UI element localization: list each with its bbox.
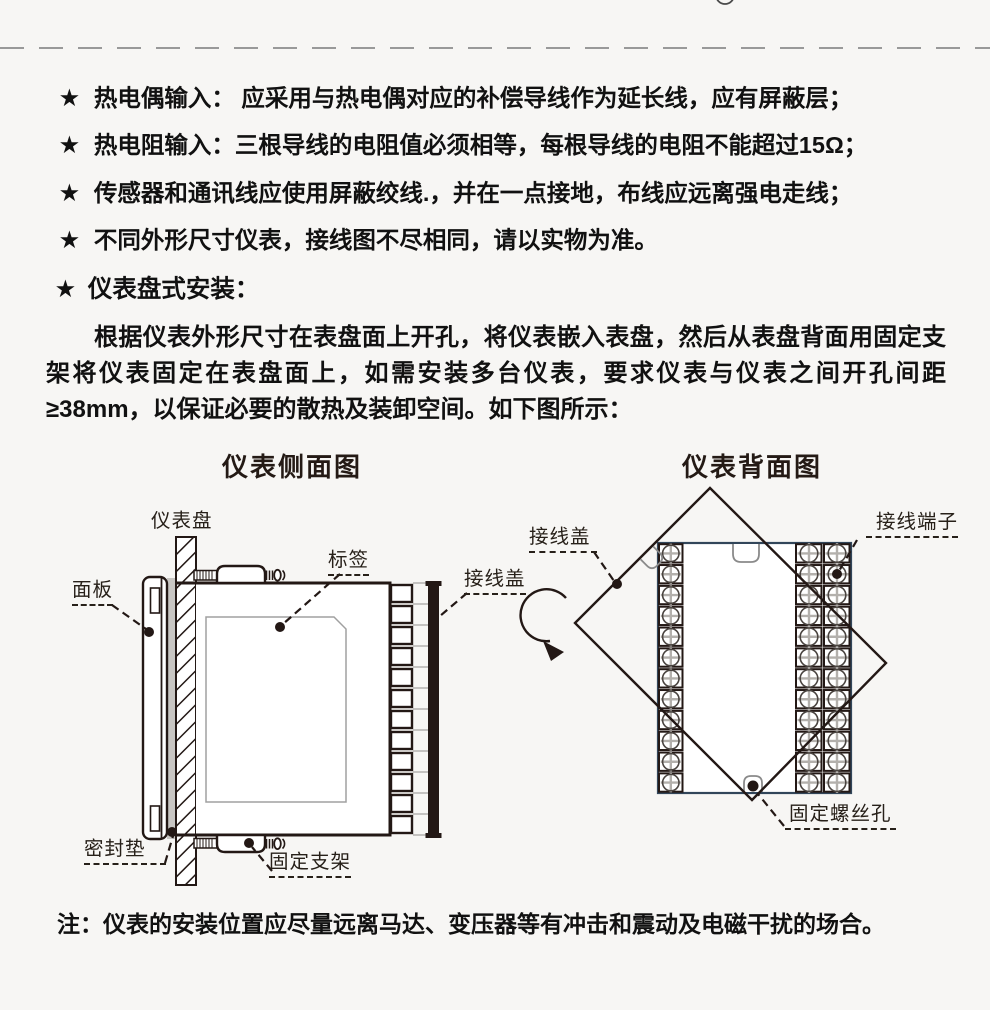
bezel-shape: [141, 575, 169, 841]
star-bullet-icon: ★: [60, 134, 79, 157]
star-bullet-icon: ★: [60, 87, 79, 110]
star-bullet-icon: ★: [56, 278, 75, 301]
side-view-diagram: [111, 536, 468, 886]
label-wiring-cover-side: 接线盖: [464, 568, 526, 596]
back-leader-dots: [612, 569, 842, 589]
bullet-text: 不同外形尺寸仪表，接线图不尽相同，请以实物为准。: [93, 227, 658, 253]
terminal-stack: [389, 583, 414, 835]
page-bottom-strip: [0, 1010, 990, 1022]
label-tag: 标签: [328, 549, 370, 577]
section-heading: ★ 仪表盘式安装：: [56, 276, 259, 304]
back-plate: [656, 541, 853, 795]
label-terminals: 接线端子: [866, 511, 959, 539]
label-fixing-screw-hole: 固定螺丝孔: [785, 803, 896, 831]
body-outline: [176, 581, 392, 837]
back-leaders: [593, 539, 858, 827]
back-view-title: 仪表背面图: [682, 453, 823, 483]
back-view-diagram: [519, 486, 888, 827]
section-paragraph: 根据仪表外形尺寸在表盘面上开孔，将仪表嵌入表盘，然后从表盘背面用固定支架将仪表固…: [46, 324, 946, 423]
bottom-bracket: [193, 833, 286, 854]
terminal-grid: [658, 543, 851, 793]
rotate-arrow-head: [543, 641, 564, 661]
section-heading-text: 仪表盘式安装：: [87, 276, 260, 303]
label-instrument-panel: 仪表盘: [151, 510, 213, 532]
gasket-shape: [167, 578, 176, 839]
terminal-rungs: [413, 582, 429, 836]
rotate-arrow: [519, 588, 567, 643]
rotated-cover: [573, 486, 888, 802]
bullet-item: ★ 不同外形尺寸仪表，接线图不尽相同，请以实物为准。: [60, 227, 658, 254]
top-bracket: [193, 564, 286, 585]
label-front-bezel: 面板: [72, 579, 114, 607]
bullet-text: 传感器和通讯线应使用屏蔽绞线.，并在一点接地，布线应远离强电走线；: [93, 180, 853, 206]
wiring-cover-bar: [425, 581, 442, 838]
screw-hole-dot: [747, 780, 759, 792]
bullet-item: ★ 热电阻输入：三根导线的电阻值必须相等，每根导线的电阻不能超过15Ω；: [60, 132, 867, 159]
side-leader-dots: [144, 622, 285, 848]
footnote: 注：仪表的安装位置应尽量远离马达、变压器等有冲击和震动及电磁干扰的场合。: [57, 911, 885, 937]
bullet-item: ★ 传感器和通讯线应使用屏蔽绞线.，并在一点接地，布线应远离强电走线；: [60, 180, 852, 207]
bullet-text: 热电阻输入：三根导线的电阻值必须相等，每根导线的电阻不能超过15Ω；: [93, 132, 868, 158]
panel-strip: [175, 536, 197, 886]
star-bullet-icon: ★: [60, 229, 79, 252]
cover-notch: [639, 545, 664, 570]
bullet-text: 热电偶输入： 应采用与热电偶对应的补偿导线作为延长线，应有屏蔽层；: [93, 85, 853, 111]
label-gasket: 密封垫: [84, 838, 166, 866]
tag-area: [205, 616, 347, 803]
side-leaders: [111, 573, 468, 872]
page-edge-circle-icon: [716, 0, 734, 5]
label-fixing-bracket: 固定支架: [269, 851, 352, 879]
top-screw-tab: [732, 544, 760, 563]
bullet-item: ★ 热电偶输入： 应采用与热电偶对应的补偿导线作为延长线，应有屏蔽层；: [60, 85, 852, 112]
label-wiring-cover-back: 接线盖: [529, 526, 597, 554]
side-view-title: 仪表侧面图: [222, 453, 363, 483]
star-bullet-icon: ★: [60, 182, 79, 205]
